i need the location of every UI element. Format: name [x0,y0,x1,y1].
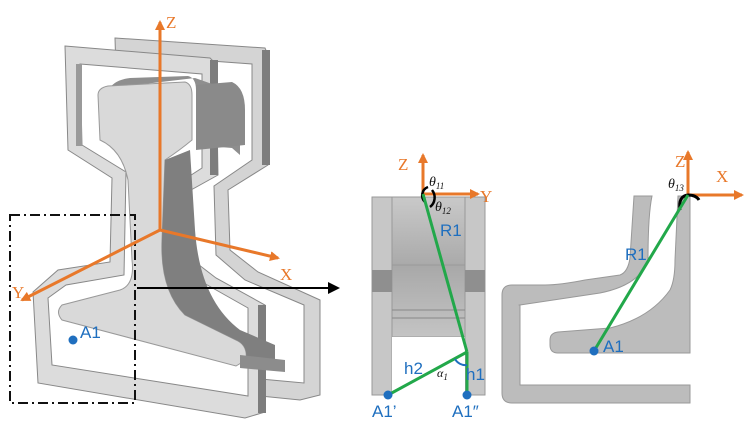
y-axis-label: Y [12,283,24,302]
front-y-axis-label: Y [480,187,492,206]
h2-line [387,350,468,397]
theta12-arc [429,189,436,208]
side-z-axis-label: Z [675,152,685,171]
detail-box [9,214,136,404]
radius-r1-line [421,193,469,353]
point-a1-prime [383,390,393,400]
side-point-a1-label: A1 [603,337,624,356]
alpha1-arc [454,358,468,367]
h1-label: h1 [466,365,485,384]
x-axis-arrow [159,228,280,262]
side-view: Z X θ13 R1 A1 [501,150,744,404]
z-axis-label: Z [166,13,176,32]
alpha1-label: α1 [437,366,448,382]
theta11-label: θ11 [429,175,444,191]
point-a1-double-prime-label: A1″ [452,402,479,421]
front-z-axis-label: Z [398,155,408,174]
front-view: Z Y θ11 θ12 R1 h2 h1 α1 A1’ A1″ [371,153,492,421]
point-a1-label: A1 [80,323,101,342]
side-r1-label: R1 [625,245,647,264]
y-axis-arrow [20,228,161,302]
front-r1-label: R1 [440,221,462,240]
point-a1 [68,335,78,345]
rail-body [58,76,285,372]
point-a1-prime-label: A1’ [372,402,397,421]
side-x-axis-label: X [716,167,728,186]
theta12-label: θ12 [435,200,451,216]
side-point-a1 [589,346,599,356]
x-axis-label: X [280,265,292,284]
side-radius-r1-line [592,194,690,352]
theta13-label: θ13 [668,177,684,193]
iso-axes: Z X Y [12,13,292,302]
point-a1-double-prime [462,390,472,400]
iso-view: Z X Y A1 [9,13,340,419]
h2-label: h2 [404,359,423,378]
